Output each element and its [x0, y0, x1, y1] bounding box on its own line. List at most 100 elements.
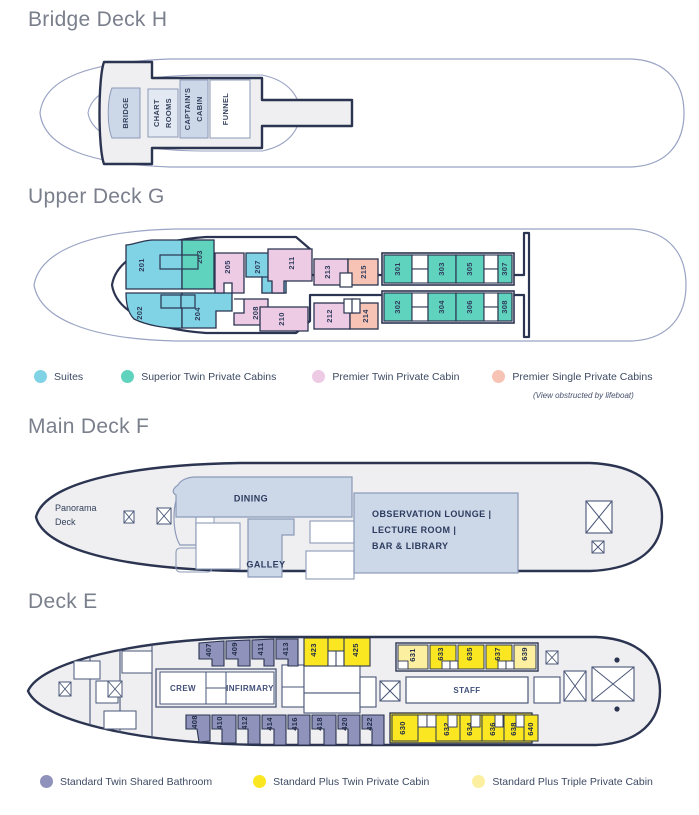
room-label-crew: CREW [170, 684, 196, 693]
room-funnel [209, 79, 251, 139]
cabin-303-bath [411, 268, 429, 284]
cabin-302-bath [411, 292, 429, 308]
room-captains-cabin [179, 79, 209, 139]
room-label-galley: GALLEY [246, 559, 285, 569]
service-room-f4 [309, 520, 355, 544]
legend-dot-standard-plus-twin [253, 775, 267, 788]
hatch-icon-f3 [585, 500, 613, 534]
cabin-423-bath [327, 650, 337, 667]
hatch-icon-e5 [563, 670, 587, 702]
cabin-label-410: 410 [215, 716, 224, 730]
legend-dot-standard-twin-shared [40, 775, 53, 788]
cabin-label-204: 204 [193, 307, 202, 321]
bridge-deck-h-diagram: BRIDGE CHART ROOMS CAPTAIN'S CABIN FUNNE… [39, 58, 685, 168]
cabin-630-bath [417, 714, 428, 728]
cabin-211[interactable] [267, 248, 313, 294]
cabin-308[interactable] [497, 292, 513, 322]
cabin-306-bath [483, 292, 499, 308]
deck-title-bridge-h: Bridge Deck H [28, 8, 168, 31]
cabin-label-303: 303 [437, 262, 446, 276]
cabin-631[interactable] [397, 644, 429, 670]
cabin-row-600-top: 631 633 635 637 639 [395, 642, 539, 672]
hatch-icon-e6 [591, 666, 635, 702]
cabin-422[interactable] [361, 714, 385, 746]
cabin-label-207: 207 [253, 260, 262, 274]
cabin-label-634: 634 [465, 722, 474, 736]
cabin-label-302: 302 [393, 300, 402, 314]
cabin-425[interactable] [343, 637, 371, 667]
cabin-305[interactable] [455, 254, 485, 284]
cabin-210[interactable] [259, 306, 309, 332]
room-label-observation-line1: OBSERVATION LOUNGE | [372, 509, 492, 519]
cabin-307[interactable] [497, 254, 513, 284]
cabin-410[interactable] [211, 714, 237, 744]
cabin-306[interactable] [455, 292, 485, 322]
main-deck-f-diagram: Panorama Deck DINING GALLEY OBSERVATION … [34, 461, 664, 580]
cabin-418[interactable] [311, 714, 337, 746]
cabin-label-213: 213 [323, 265, 332, 279]
legend-label-standard-plus-twin: Standard Plus Twin Private Cabin [273, 775, 430, 788]
cabin-640-bath [515, 714, 525, 728]
cabin-423[interactable] [303, 637, 329, 667]
cabin-203-bath [181, 254, 199, 270]
cabin-label-201: 201 [137, 258, 146, 272]
crew-sub-room-1 [205, 671, 227, 689]
cabin-label-304: 304 [437, 300, 446, 314]
stair-core-e3 [303, 692, 361, 714]
stair-core-e4 [359, 676, 377, 708]
cabin-413[interactable] [275, 638, 299, 667]
stern-dot-2 [614, 706, 620, 712]
room-observation-lounge [353, 492, 519, 574]
cabin-408[interactable] [185, 714, 211, 743]
legend-label-superior-twin: Superior Twin Private Cabins [141, 370, 277, 383]
cabin-303[interactable] [427, 254, 457, 284]
room-label-captains-cabin-line2: CABIN [195, 96, 204, 121]
cabin-420[interactable] [337, 714, 361, 746]
cabin-407[interactable] [198, 640, 225, 667]
cabin-label-411: 411 [256, 642, 265, 656]
cabin-301[interactable] [383, 254, 413, 284]
cabin-633-bath [441, 660, 451, 670]
hatch-icon-f1 [123, 510, 135, 524]
stair-core-e1 [281, 664, 305, 708]
cabin-636-bath [470, 714, 481, 728]
cabin-411[interactable] [251, 638, 275, 667]
cabin-414[interactable] [261, 714, 287, 746]
stair-core-e2 [303, 664, 361, 694]
cabin-416[interactable] [287, 714, 311, 746]
cabin-635[interactable] [457, 644, 485, 670]
legend-label-premier-twin: Premier Twin Private Cabin [332, 370, 460, 383]
cabin-304-bath [411, 306, 429, 322]
legend-label-standard-plus-triple: Standard Plus Triple Private Cabin [492, 775, 653, 788]
cabin-205[interactable] [214, 252, 245, 294]
hatch-icon-f4 [591, 540, 605, 554]
cabin-label-308: 308 [500, 300, 509, 314]
cabin-label-416: 416 [290, 717, 299, 731]
cabin-label-630: 630 [398, 721, 407, 735]
cabin-308-bath [483, 306, 499, 322]
legend-dot-standard-plus-triple [472, 775, 486, 788]
cabin-215[interactable] [347, 258, 379, 286]
cabin-label-301: 301 [393, 262, 402, 276]
legend-item-superior-twin: Superior Twin Private Cabins [121, 370, 276, 383]
cabin-label-413: 413 [281, 642, 290, 656]
legend-item-premier-twin: Premier Twin Private Cabin [312, 370, 459, 383]
cabin-214-bath2 [351, 298, 361, 314]
room-galley [247, 518, 295, 578]
cabin-label-633: 633 [436, 647, 445, 661]
service-room-f5 [305, 550, 355, 580]
room-bridge [107, 87, 141, 139]
cabin-label-205: 205 [223, 260, 232, 274]
cabin-640[interactable] [523, 714, 539, 742]
ship-ghost-outline [39, 58, 685, 168]
cabin-412[interactable] [237, 714, 261, 745]
legend-upper-deck-g: Suites Superior Twin Private Cabins Prem… [0, 370, 699, 383]
cabin-630[interactable] [391, 714, 419, 742]
deck-title-main-f: Main Deck F [28, 415, 150, 438]
cabin-409[interactable] [225, 639, 251, 667]
room-label-dining: DINING [234, 493, 268, 503]
service-room-f3 [195, 522, 241, 570]
cabin-204-bath [180, 294, 196, 309]
cabin-639[interactable] [513, 644, 537, 670]
cabin-423-425-upper [327, 637, 345, 652]
